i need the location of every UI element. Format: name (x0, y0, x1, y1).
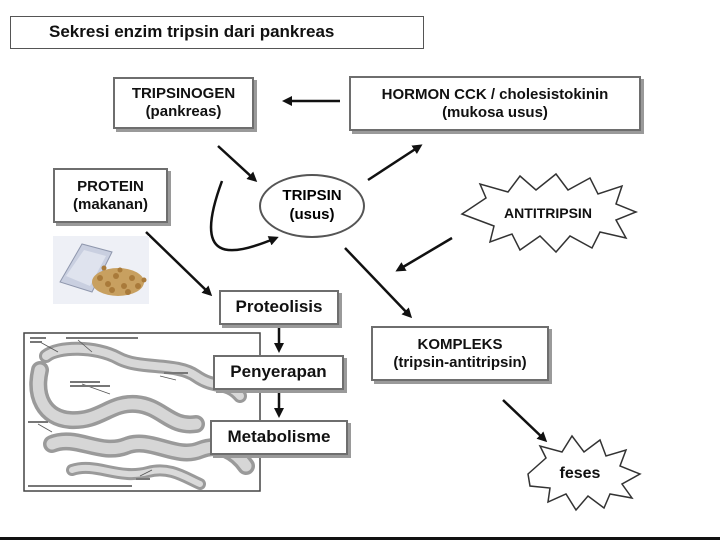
feses-starburst (527, 434, 642, 512)
arrow-antitripsin-to-kompleks (395, 236, 453, 272)
protein-label: PROTEIN (77, 177, 144, 195)
feses-node: feses (532, 456, 628, 492)
protein-sublabel: (makanan) (72, 195, 149, 213)
penyerapan-node: Penyerapan (213, 355, 344, 390)
hormon-cck-node: HORMON CCK / cholesistokinin (mukosa usu… (349, 76, 641, 131)
sack-of-beans-illustration (53, 236, 149, 304)
metabolisme-label: Metabolisme (227, 427, 331, 447)
kompleks-label: KOMPLEKS (417, 335, 503, 353)
tripsinogen-label: TRIPSINOGEN (131, 85, 236, 102)
arrow-tripsin-to-hormon (367, 144, 423, 182)
antitripsin-label: ANTITRIPSIN (504, 205, 592, 221)
tripsinogen-sublabel: (pankreas) (145, 103, 222, 120)
penyerapan-label: Penyerapan (230, 362, 327, 382)
diagram-title-text: Sekresi enzim tripsin dari pankreas (49, 22, 335, 42)
arrow-curved-feedback-to-tripsin (209, 180, 279, 252)
bottom-divider (0, 537, 720, 540)
diagram-title: Sekresi enzim tripsin dari pankreas (10, 16, 424, 49)
metabolisme-node: Metabolisme (210, 420, 348, 455)
tripsin-sublabel: (usus) (289, 206, 335, 223)
tripsin-node: TRIPSIN (usus) (259, 174, 365, 238)
kompleks-node: KOMPLEKS (tripsin-antitripsin) (371, 326, 549, 381)
hormon-cck-label: HORMON CCK / cholesistokinin (381, 85, 609, 103)
hormon-cck-sublabel: (mukosa usus) (442, 103, 548, 121)
antitripsin-node: ANTITRIPSIN (470, 196, 626, 230)
arrow-tripsin-to-kompleks (344, 247, 413, 319)
tripsin-label: TRIPSIN (282, 187, 342, 205)
feses-label: feses (559, 465, 601, 482)
proteolisis-node: Proteolisis (219, 290, 339, 325)
kompleks-sublabel: (tripsin-antitripsin) (393, 353, 527, 371)
arrow-tripsinogen-to-tripsin (217, 145, 258, 183)
protein-node: PROTEIN (makanan) (53, 168, 168, 223)
tripsinogen-node: TRIPSINOGEN (pankreas) (113, 77, 254, 129)
arrow-protein-to-proteolisis (145, 231, 213, 297)
arrow-kompleks-to-feses (502, 399, 548, 443)
proteolisis-label: Proteolisis (235, 297, 323, 317)
antitripsin-starburst (460, 172, 639, 254)
